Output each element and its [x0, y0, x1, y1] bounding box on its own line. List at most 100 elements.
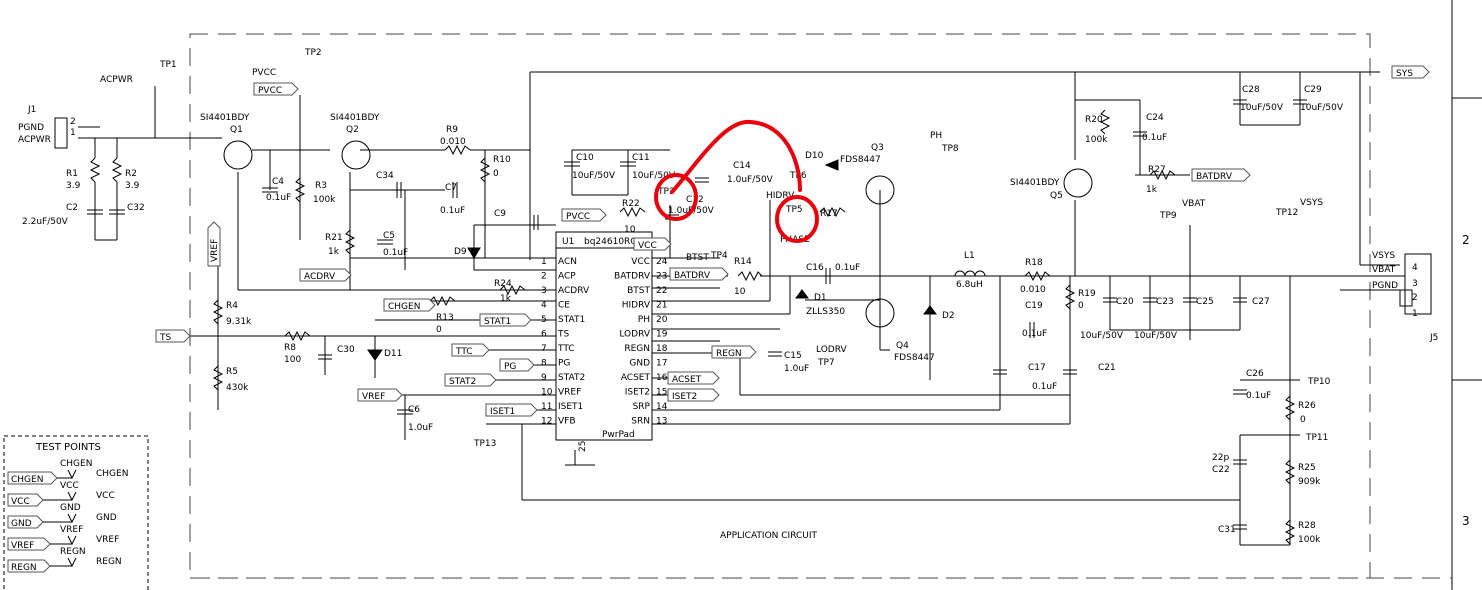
component-label: TP9 — [1159, 211, 1177, 221]
component-label: Q1 — [230, 125, 243, 135]
pin-name: ACP — [558, 272, 576, 282]
component-label: 0 — [1300, 415, 1306, 425]
component-label: R4 — [226, 301, 238, 311]
component-label: C25 — [1196, 297, 1214, 307]
component-label: D11 — [384, 349, 402, 359]
component-label: 1k — [328, 247, 340, 257]
test-point-name: VCC — [60, 481, 79, 491]
net-flag-label: ACDRV — [304, 272, 336, 282]
net-flag: REGN — [711, 345, 757, 359]
pin-number: 24 — [656, 257, 668, 267]
component-label: 2.2uF/50V — [22, 217, 69, 227]
component-label: 1k — [500, 294, 512, 304]
component-label: R13 — [436, 313, 454, 323]
net-flag: VREF — [207, 221, 221, 267]
component-label: R14 — [734, 257, 752, 267]
pin-number: 3 — [541, 286, 547, 296]
test-point-label: VCC — [96, 491, 115, 501]
component-label: VSYS — [1300, 198, 1323, 208]
component-label: 2 — [70, 117, 76, 127]
pin-number: 7 — [541, 344, 547, 354]
component-label: Q2 — [346, 125, 359, 135]
net-flag: ACDRV — [299, 268, 352, 282]
pin-name: ISET1 — [558, 402, 583, 412]
component-label: C5 — [383, 231, 395, 241]
component-label: TP3 — [657, 187, 675, 197]
pin-name: SRN — [631, 417, 650, 427]
component-label: TP7 — [817, 358, 835, 368]
net-flag: PG — [499, 358, 535, 372]
component-label: PVCC — [252, 68, 276, 78]
component-label: 0.1uF — [383, 248, 408, 258]
pin-name: GND — [629, 359, 650, 369]
component-label: ACPWR — [18, 135, 51, 145]
pin-name: CE — [558, 301, 570, 311]
component-label: TP11 — [1305, 433, 1328, 443]
component-label: 22p — [1212, 453, 1229, 463]
pin-number: 4 — [541, 301, 547, 311]
pin-name: BATDRV — [614, 272, 651, 282]
test-point-flag: REGN — [11, 563, 37, 573]
test-point-flag: VCC — [11, 497, 30, 507]
net-flag: PVCC — [253, 82, 299, 96]
component-label: R19 — [1078, 289, 1096, 299]
component-label: C11 — [632, 153, 650, 163]
component-label: LODRV — [816, 345, 847, 355]
test-point-label: GND — [96, 513, 117, 523]
component-label: C26 — [1246, 369, 1264, 379]
pin-name: VCC — [631, 257, 650, 267]
pin-number: 20 — [656, 315, 668, 325]
test-point-flag: GND — [11, 519, 32, 529]
component-label: C16 — [806, 263, 824, 273]
wires — [78, 71, 1405, 546]
pin-number: 19 — [656, 330, 668, 340]
component-label: R24 — [494, 279, 512, 289]
test-point-name: VREF — [60, 525, 83, 535]
pin-number: 17 — [656, 359, 667, 369]
pin-name: ACSET — [621, 373, 651, 383]
net-flag-label: VREF — [210, 239, 220, 262]
net-flag: STAT1 — [479, 313, 532, 327]
component-label: C32 — [127, 203, 145, 213]
test-point-label: CHGEN — [96, 469, 128, 479]
net-flag-label: ISET2 — [672, 392, 697, 402]
net-flag: ISET1 — [485, 403, 538, 417]
pin-name: ACDRV — [558, 286, 590, 296]
component-label: R27 — [1148, 165, 1166, 175]
component-label: 4 — [1412, 263, 1418, 273]
pin-number: 13 — [656, 417, 667, 427]
test-points-legend: TEST POINTS CHGENCHGENCHGENVCCVCCVCCGNDG… — [3, 435, 149, 590]
net-flag-label: BATDRV — [1196, 172, 1233, 182]
component-label: D1 — [814, 293, 827, 303]
pin-number: 10 — [541, 388, 553, 398]
component-label: R3 — [315, 181, 327, 191]
component-label: SI4401BDY — [1010, 178, 1060, 188]
component-label: TP2 — [304, 48, 322, 58]
net-flag: STAT2 — [444, 373, 497, 387]
pin-name: STAT2 — [558, 373, 585, 383]
component-label: FDS8447 — [894, 353, 935, 363]
pin-name: REGN — [624, 344, 650, 354]
component-label: C14 — [733, 161, 751, 171]
component-label: L1 — [964, 251, 975, 261]
pin-number: 8 — [541, 359, 547, 369]
component-label: TP5 — [785, 205, 803, 215]
pin-name: TTC — [557, 344, 575, 354]
test-points-title: TEST POINTS — [35, 442, 101, 453]
component-label: R17 — [820, 209, 838, 219]
component-label: R25 — [1298, 463, 1316, 473]
pin-number: 9 — [541, 373, 547, 383]
pin-number: 16 — [656, 373, 668, 383]
pin-name: BTST — [627, 286, 650, 296]
pins-right: 24VCC23BATDRV22BTST21HIDRV20PH19LODRV18R… — [614, 257, 668, 427]
component-label: R5 — [226, 367, 238, 377]
component-label: 10 — [734, 287, 746, 297]
component-label: Q4 — [896, 341, 909, 351]
pin-number: 5 — [541, 315, 547, 325]
component-label: PH — [930, 131, 942, 141]
pin-number: 23 — [656, 272, 667, 282]
connector-j5 — [1399, 253, 1432, 315]
